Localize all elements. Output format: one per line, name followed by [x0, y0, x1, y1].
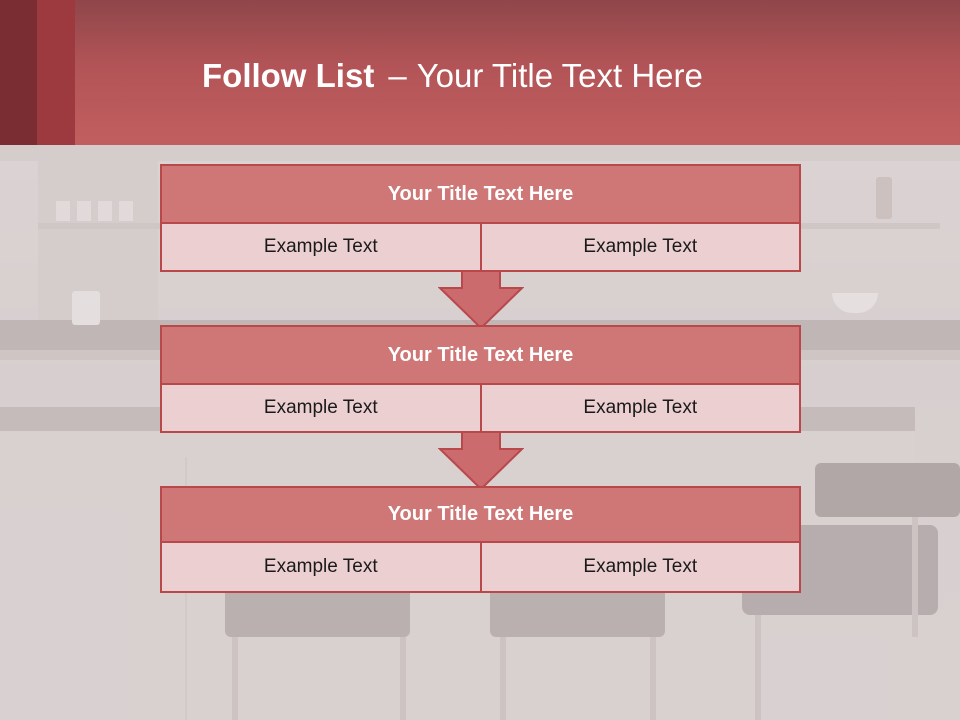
flow-step-row: Example Text Example Text	[162, 385, 799, 431]
slide-title-separator: –	[388, 57, 407, 94]
flow-step-cell-right: Example Text	[479, 543, 799, 591]
flow-step-cell-left: Example Text	[162, 385, 480, 431]
flow-step-title: Your Title Text Here	[162, 327, 799, 385]
flow-step-3: Your Title Text Here Example Text Exampl…	[160, 486, 801, 593]
flow-step-cell-right: Example Text	[479, 385, 799, 431]
flow-step-title: Your Title Text Here	[162, 488, 799, 543]
flow-step-cell-left: Example Text	[162, 224, 480, 270]
header-band: Follow List–Your Title Text Here	[0, 0, 960, 145]
down-arrow-icon	[438, 270, 524, 330]
header-accent-stripe-dark	[0, 0, 37, 145]
slide-title-rest: Your Title Text Here	[416, 57, 703, 94]
slide-title: Follow List–Your Title Text Here	[202, 56, 703, 96]
flow-step-cell-right: Example Text	[479, 224, 799, 270]
flow-step-1: Your Title Text Here Example Text Exampl…	[160, 164, 801, 272]
flow-step-row: Example Text Example Text	[162, 543, 799, 591]
header-accent-stripe-mid	[37, 0, 75, 145]
flow-step-row: Example Text Example Text	[162, 224, 799, 270]
slide-title-bold: Follow List	[202, 57, 375, 94]
flow-step-cell-left: Example Text	[162, 543, 480, 591]
down-arrow-icon	[438, 431, 524, 491]
flow-step-title: Your Title Text Here	[162, 166, 799, 224]
flow-step-2: Your Title Text Here Example Text Exampl…	[160, 325, 801, 433]
